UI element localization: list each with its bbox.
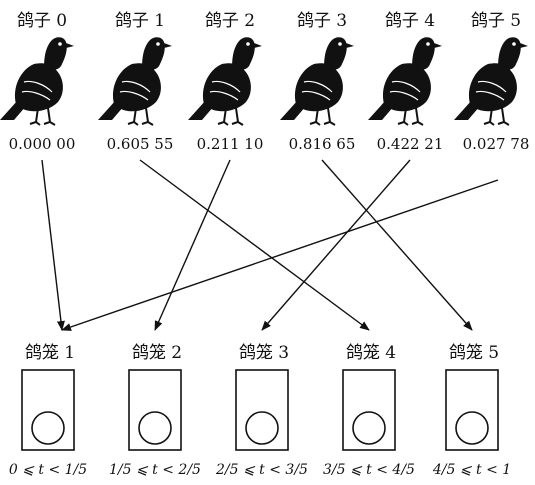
pigeon-value: 0.027 78 (463, 135, 530, 153)
assignment-arrow (41, 159, 65, 331)
cage-box (445, 369, 499, 451)
pigeon-value: 0.422 21 (377, 135, 444, 153)
cage-box (342, 369, 396, 451)
cage-hole-icon (138, 411, 172, 445)
cage-interval: 0 ⩽ t < 1/5 (9, 462, 87, 478)
pigeon-label: 鸽子 3 (297, 11, 347, 31)
pigeon-3: 鸽子 3 0.816 65 (279, 11, 356, 153)
cage-hole-icon (352, 411, 386, 445)
assignment-arrow (61, 179, 499, 331)
cage-label: 鸽笼 3 (239, 343, 289, 363)
pigeon-icon (453, 36, 529, 126)
pigeon-value: 0.605 55 (107, 135, 174, 153)
pigeon-icon (0, 36, 75, 126)
assignment-arrow (154, 159, 231, 331)
pigeon-icon (279, 36, 355, 126)
pigeon-1: 鸽子 1 0.605 55 (97, 11, 174, 153)
pigeon-value: 0.211 10 (197, 135, 264, 153)
cage-box (235, 369, 289, 451)
assignment-arrow (321, 159, 473, 331)
cage-3: 鸽笼 3 2/5 ⩽ t < 3/5 (215, 343, 308, 478)
cage-5: 鸽笼 5 4/5 ⩽ t < 1 (432, 343, 511, 478)
cage-label: 鸽笼 5 (449, 343, 499, 363)
cage-box (128, 369, 182, 451)
pigeon-icon (367, 36, 443, 126)
cage-2: 鸽笼 2 1/5 ⩽ t < 2/5 (109, 343, 201, 478)
pigeon-4: 鸽子 4 0.422 21 (367, 11, 444, 153)
cage-interval: 3/5 ⩽ t < 4/5 (323, 462, 415, 478)
cage-interval: 4/5 ⩽ t < 1 (432, 462, 511, 478)
assignment-arrow (261, 159, 411, 331)
pigeon-icon (187, 36, 263, 126)
cage-1: 鸽笼 1 0 ⩽ t < 1/5 (9, 343, 87, 478)
cage-box (21, 369, 75, 451)
pigeon-label: 鸽子 0 (17, 11, 67, 31)
cage-4: 鸽笼 4 3/5 ⩽ t < 4/5 (323, 343, 415, 478)
cage-hole-icon (245, 411, 279, 445)
cage-label: 鸽笼 4 (346, 343, 396, 363)
pigeon-value: 0.816 65 (289, 135, 356, 153)
pigeon-5: 鸽子 5 0.027 78 (453, 11, 530, 153)
cage-label: 鸽笼 2 (132, 343, 182, 363)
pigeon-label: 鸽子 1 (115, 11, 165, 31)
pigeon-label: 鸽子 4 (385, 11, 435, 31)
cage-interval: 1/5 ⩽ t < 2/5 (109, 462, 201, 478)
assignment-arrow (139, 159, 370, 331)
pigeon-label: 鸽子 2 (205, 11, 255, 31)
pigeon-0: 鸽子 0 0.000 00 (0, 11, 75, 153)
cage-hole-icon (31, 411, 65, 445)
cage-interval: 2/5 ⩽ t < 3/5 (215, 462, 308, 478)
cage-hole-icon (455, 411, 489, 445)
pigeon-icon (97, 36, 173, 126)
pigeon-label: 鸽子 5 (471, 11, 521, 31)
pigeon-2: 鸽子 2 0.211 10 (187, 11, 264, 153)
cage-label: 鸽笼 1 (25, 343, 75, 363)
pigeon-value: 0.000 00 (9, 135, 76, 153)
